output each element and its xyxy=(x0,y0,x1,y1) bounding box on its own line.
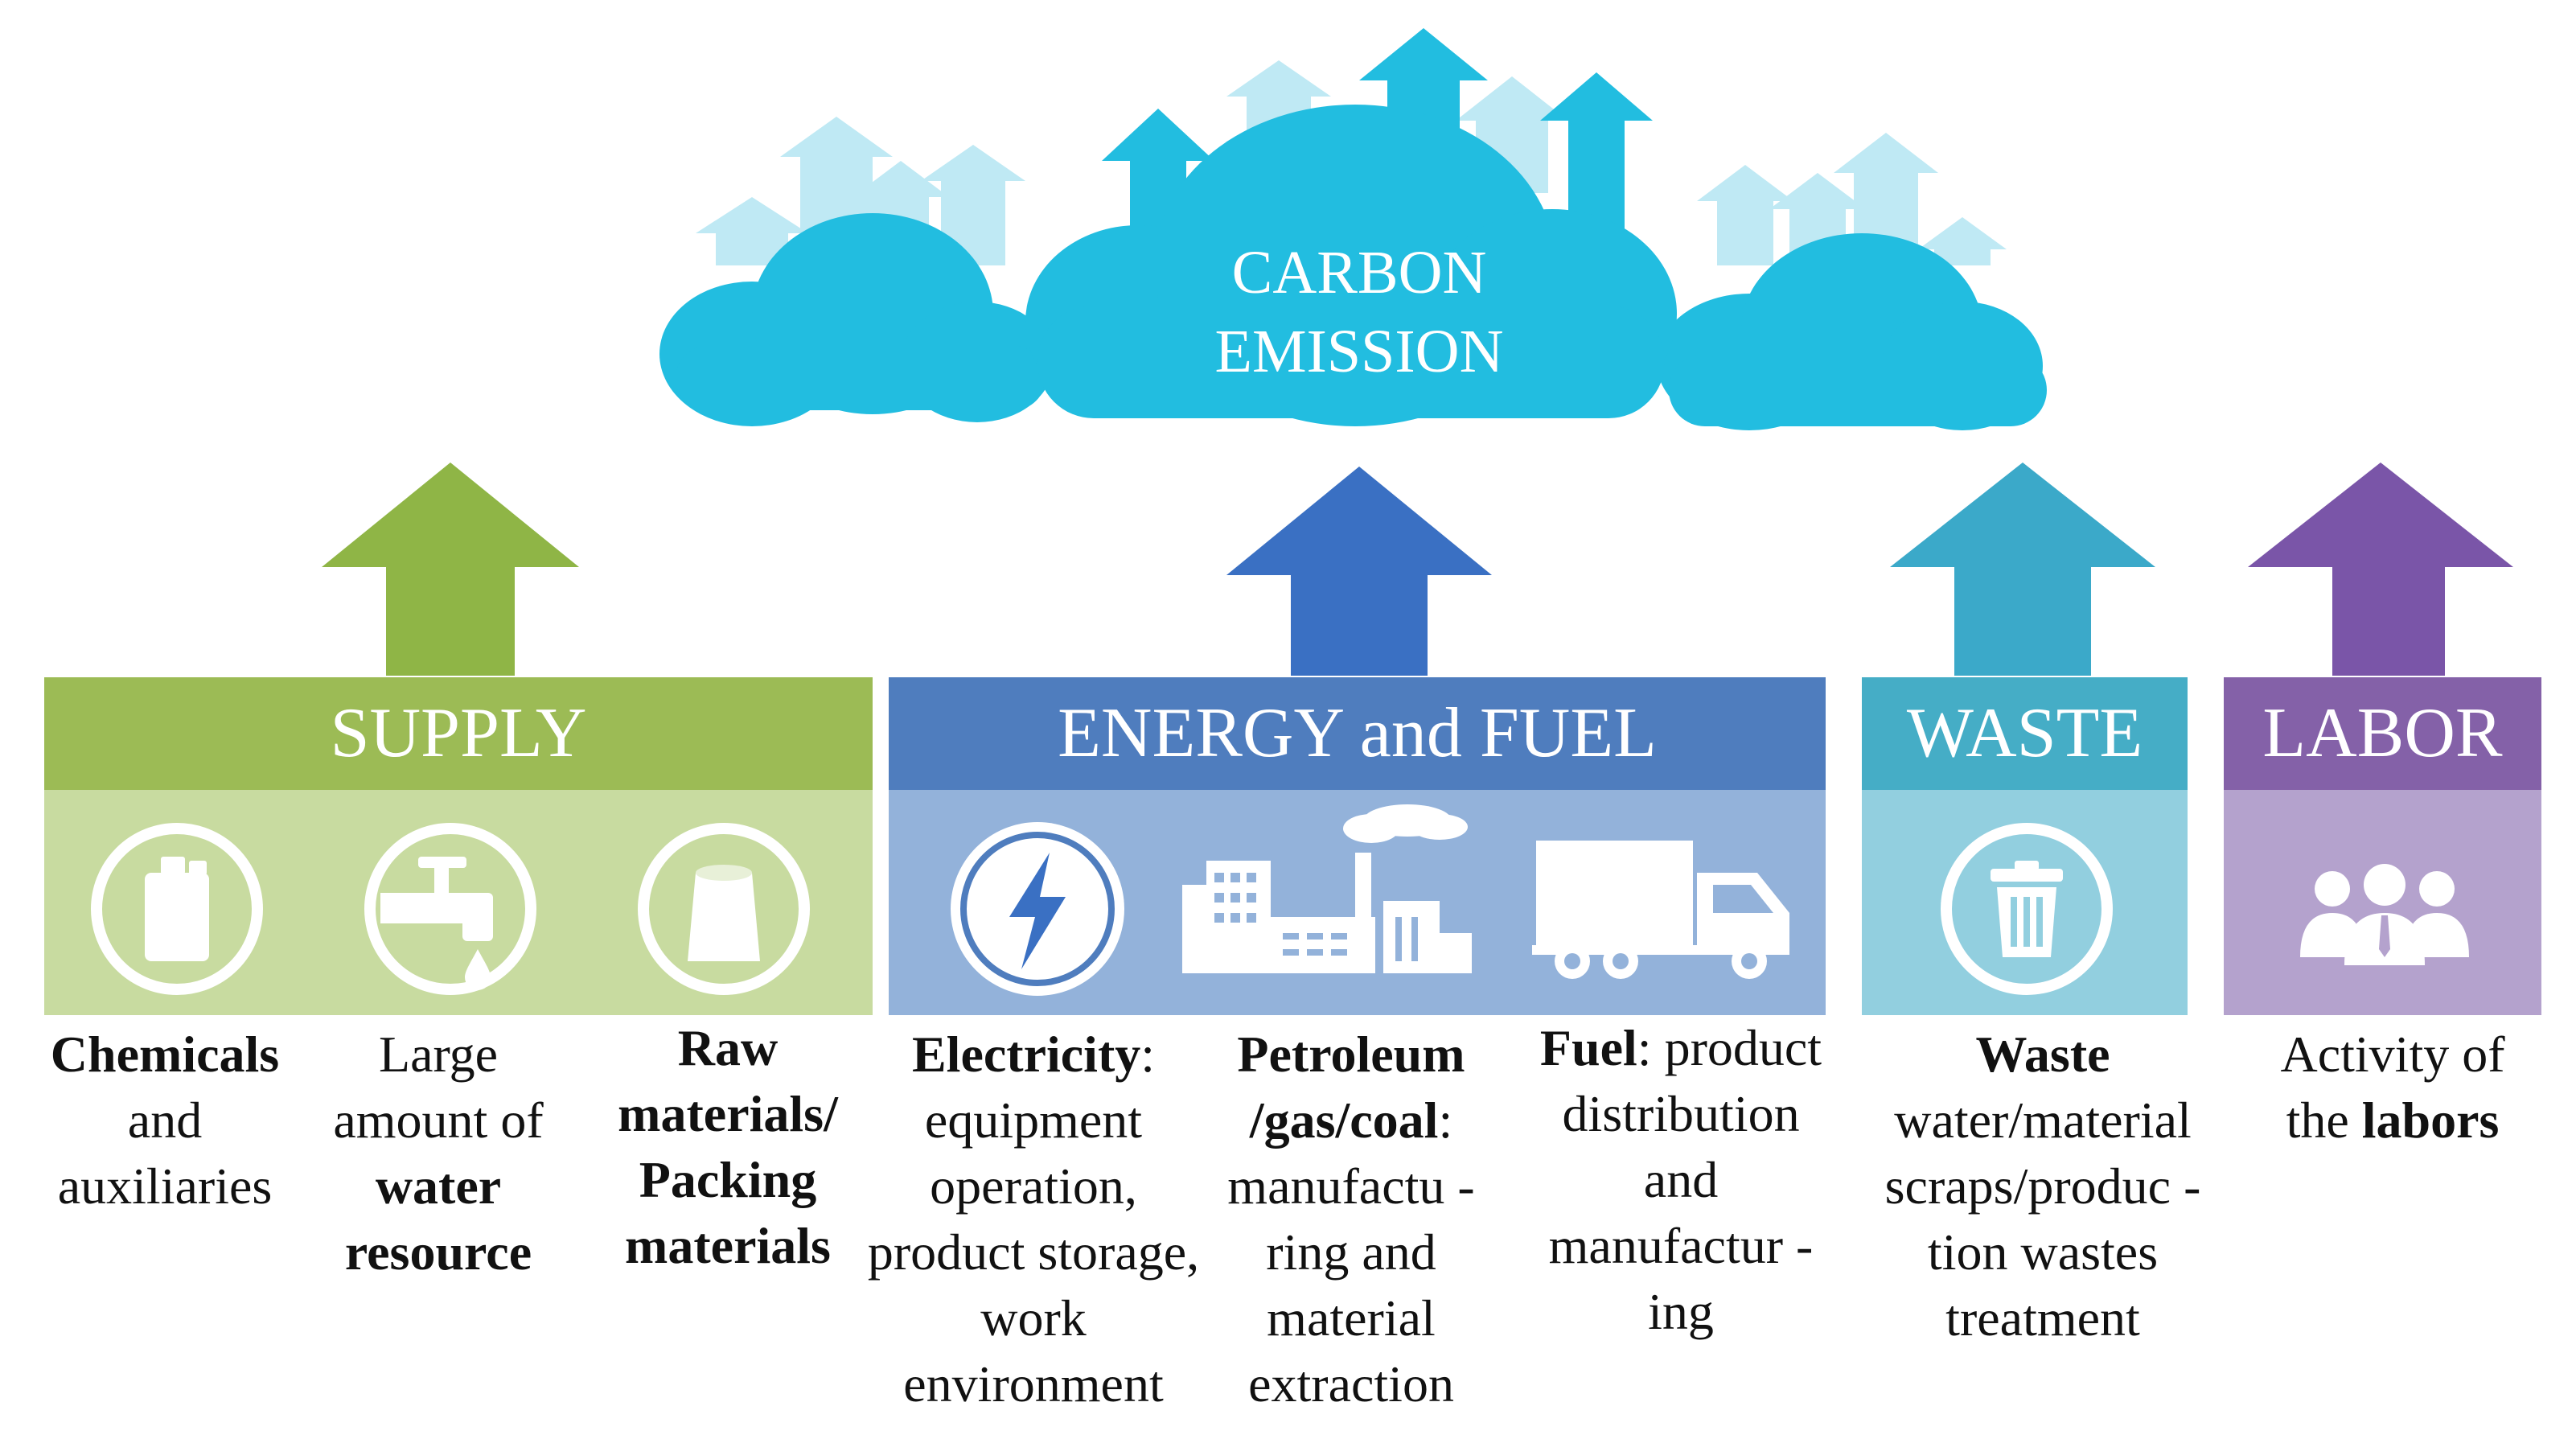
chemicals-description: Chemicals and auxiliaries xyxy=(24,1022,306,1219)
fuel-bold: Fuel xyxy=(1539,1019,1637,1076)
fuel-description: Fuel: product distribution and manufactu… xyxy=(1528,1015,1834,1345)
raw-materials-description: Raw materials/ Packing materials xyxy=(595,1015,861,1279)
supply-header: SUPPLY xyxy=(44,677,873,790)
petroleum-bold: Petroleum /gas/coal xyxy=(1237,1026,1465,1149)
factory-icon xyxy=(1182,804,1472,973)
central-cloud xyxy=(1025,105,1677,426)
energy-header-label: ENERGY and FUEL xyxy=(1058,694,1657,772)
water-bold: water resource xyxy=(344,1157,532,1281)
labor-description: Activity of the labors xyxy=(2244,1022,2541,1153)
trash-bin-icon xyxy=(1941,823,2113,995)
waste-description: Waste water/material scraps/produc -tion… xyxy=(1858,1022,2228,1351)
paper-roll-icon xyxy=(638,823,810,995)
carbon-cloud-graphic xyxy=(659,28,2047,430)
water-tap-icon xyxy=(364,823,536,995)
category-arrows xyxy=(322,463,2513,676)
lightning-icon xyxy=(951,822,1124,996)
waste-header: WASTE xyxy=(1862,677,2188,790)
right-cloud xyxy=(1657,233,2047,430)
waste-header-label: WASTE xyxy=(1906,694,2143,772)
people-group-icon xyxy=(2300,864,2469,965)
petroleum-rest: : manufactu -ring and material extractio… xyxy=(1227,1092,1475,1412)
jerrycan-icon xyxy=(91,823,263,995)
supply-up-arrow xyxy=(322,463,579,676)
waste-bold: Waste xyxy=(1975,1026,2110,1083)
electricity-rest: : equipment operation, product storage, … xyxy=(867,1026,1200,1412)
cloud-title-line1: CARBON xyxy=(1231,239,1487,306)
truck-icon xyxy=(1532,841,1789,979)
petroleum-description: Petroleum /gas/coal: manufactu -ring and… xyxy=(1218,1022,1484,1417)
water-description: Large amount of water resource xyxy=(302,1022,575,1285)
supply-header-label: SUPPLY xyxy=(330,694,587,772)
fuel-rest: : product distribution and manufactur -i… xyxy=(1548,1019,1822,1340)
carbon-emission-title: CARBON EMISSION xyxy=(1078,233,1641,391)
electricity-description: Electricity: equipment operation, produc… xyxy=(861,1022,1206,1417)
waste-rest: water/material scraps/produc -tion waste… xyxy=(1884,1092,2201,1347)
labor-header: LABOR xyxy=(2224,677,2541,790)
water-pre: Large amount of xyxy=(333,1026,544,1149)
waste-up-arrow xyxy=(1890,463,2155,676)
labor-header-label: LABOR xyxy=(2262,694,2503,772)
chemicals-bold: Chemicals xyxy=(50,1026,280,1083)
left-cloud xyxy=(659,213,1054,426)
labor-bold: labors xyxy=(2361,1092,2500,1149)
labor-up-arrow xyxy=(2248,463,2513,676)
energy-header: ENERGY and FUEL xyxy=(889,677,1826,790)
electricity-bold: Electricity xyxy=(911,1026,1141,1083)
chemicals-rest: and auxiliaries xyxy=(57,1092,273,1215)
raw-bold: Raw materials/ Packing materials xyxy=(618,1019,838,1274)
energy-up-arrow xyxy=(1226,467,1492,676)
labor-pre: Activity of the xyxy=(2280,1026,2505,1149)
cloud-title-line2: EMISSION xyxy=(1214,318,1504,385)
